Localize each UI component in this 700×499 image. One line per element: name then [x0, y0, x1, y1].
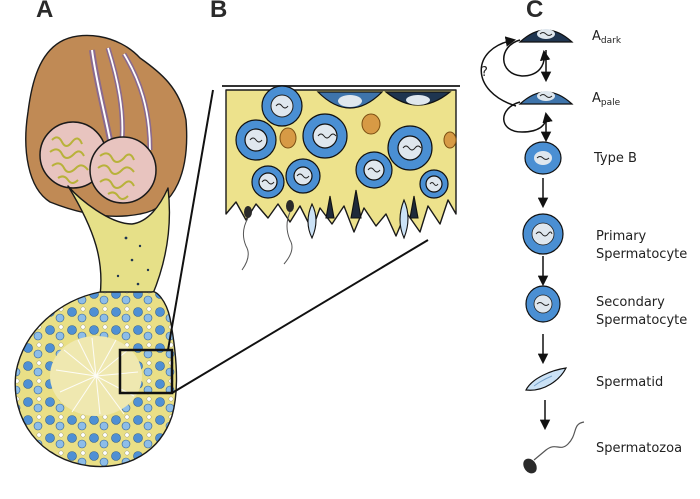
label-spermatozoa: Spermatozoa — [596, 441, 682, 456]
label-spermatid: Spermatid — [596, 375, 663, 390]
label-primary: Primary — [596, 229, 647, 244]
question-mark: ? — [481, 65, 488, 80]
tubule-stem — [67, 185, 171, 297]
panel-label-a: A — [36, 0, 53, 23]
elongating-spermatids — [307, 189, 419, 240]
panel-label-b: B — [210, 0, 227, 23]
apale-to-adark-uncertain-arrow — [480, 36, 517, 107]
label-adark: Adark — [592, 29, 622, 46]
typeb-spermatogonium — [524, 141, 562, 175]
secondary-spermatocyte — [525, 285, 561, 323]
label-primary-2: Spermatocyte — [596, 247, 687, 262]
zoom-line-bottom — [171, 239, 429, 394]
zoom-line-top — [167, 89, 214, 351]
orange-cells — [279, 113, 457, 149]
panel-b: B — [210, 0, 460, 271]
panel-c: C Adark Apale ? — [480, 0, 687, 474]
apale-self-renewal-arrow — [503, 101, 553, 133]
apale-spermatogonium — [518, 91, 574, 105]
label-secondary: Secondary — [596, 295, 665, 310]
adark-spermatogonium — [518, 29, 574, 43]
apale-cell-basal — [316, 91, 384, 109]
spermatid — [525, 367, 568, 391]
label-apale: Apale — [592, 91, 621, 108]
panel-label-c: C — [526, 0, 543, 23]
adark-cell-basal — [384, 91, 452, 106]
primary-spermatocyte — [522, 213, 564, 255]
panel-a: A — [14, 0, 188, 468]
adark-self-renewal-arrow — [503, 39, 551, 77]
released-sperm — [241, 200, 294, 271]
zoom-box — [118, 348, 174, 395]
label-secondary-2: Spermatocyte — [596, 313, 687, 328]
spermatozoon — [523, 421, 585, 474]
label-typeb: Type B — [593, 151, 637, 166]
testis-right — [89, 136, 157, 204]
